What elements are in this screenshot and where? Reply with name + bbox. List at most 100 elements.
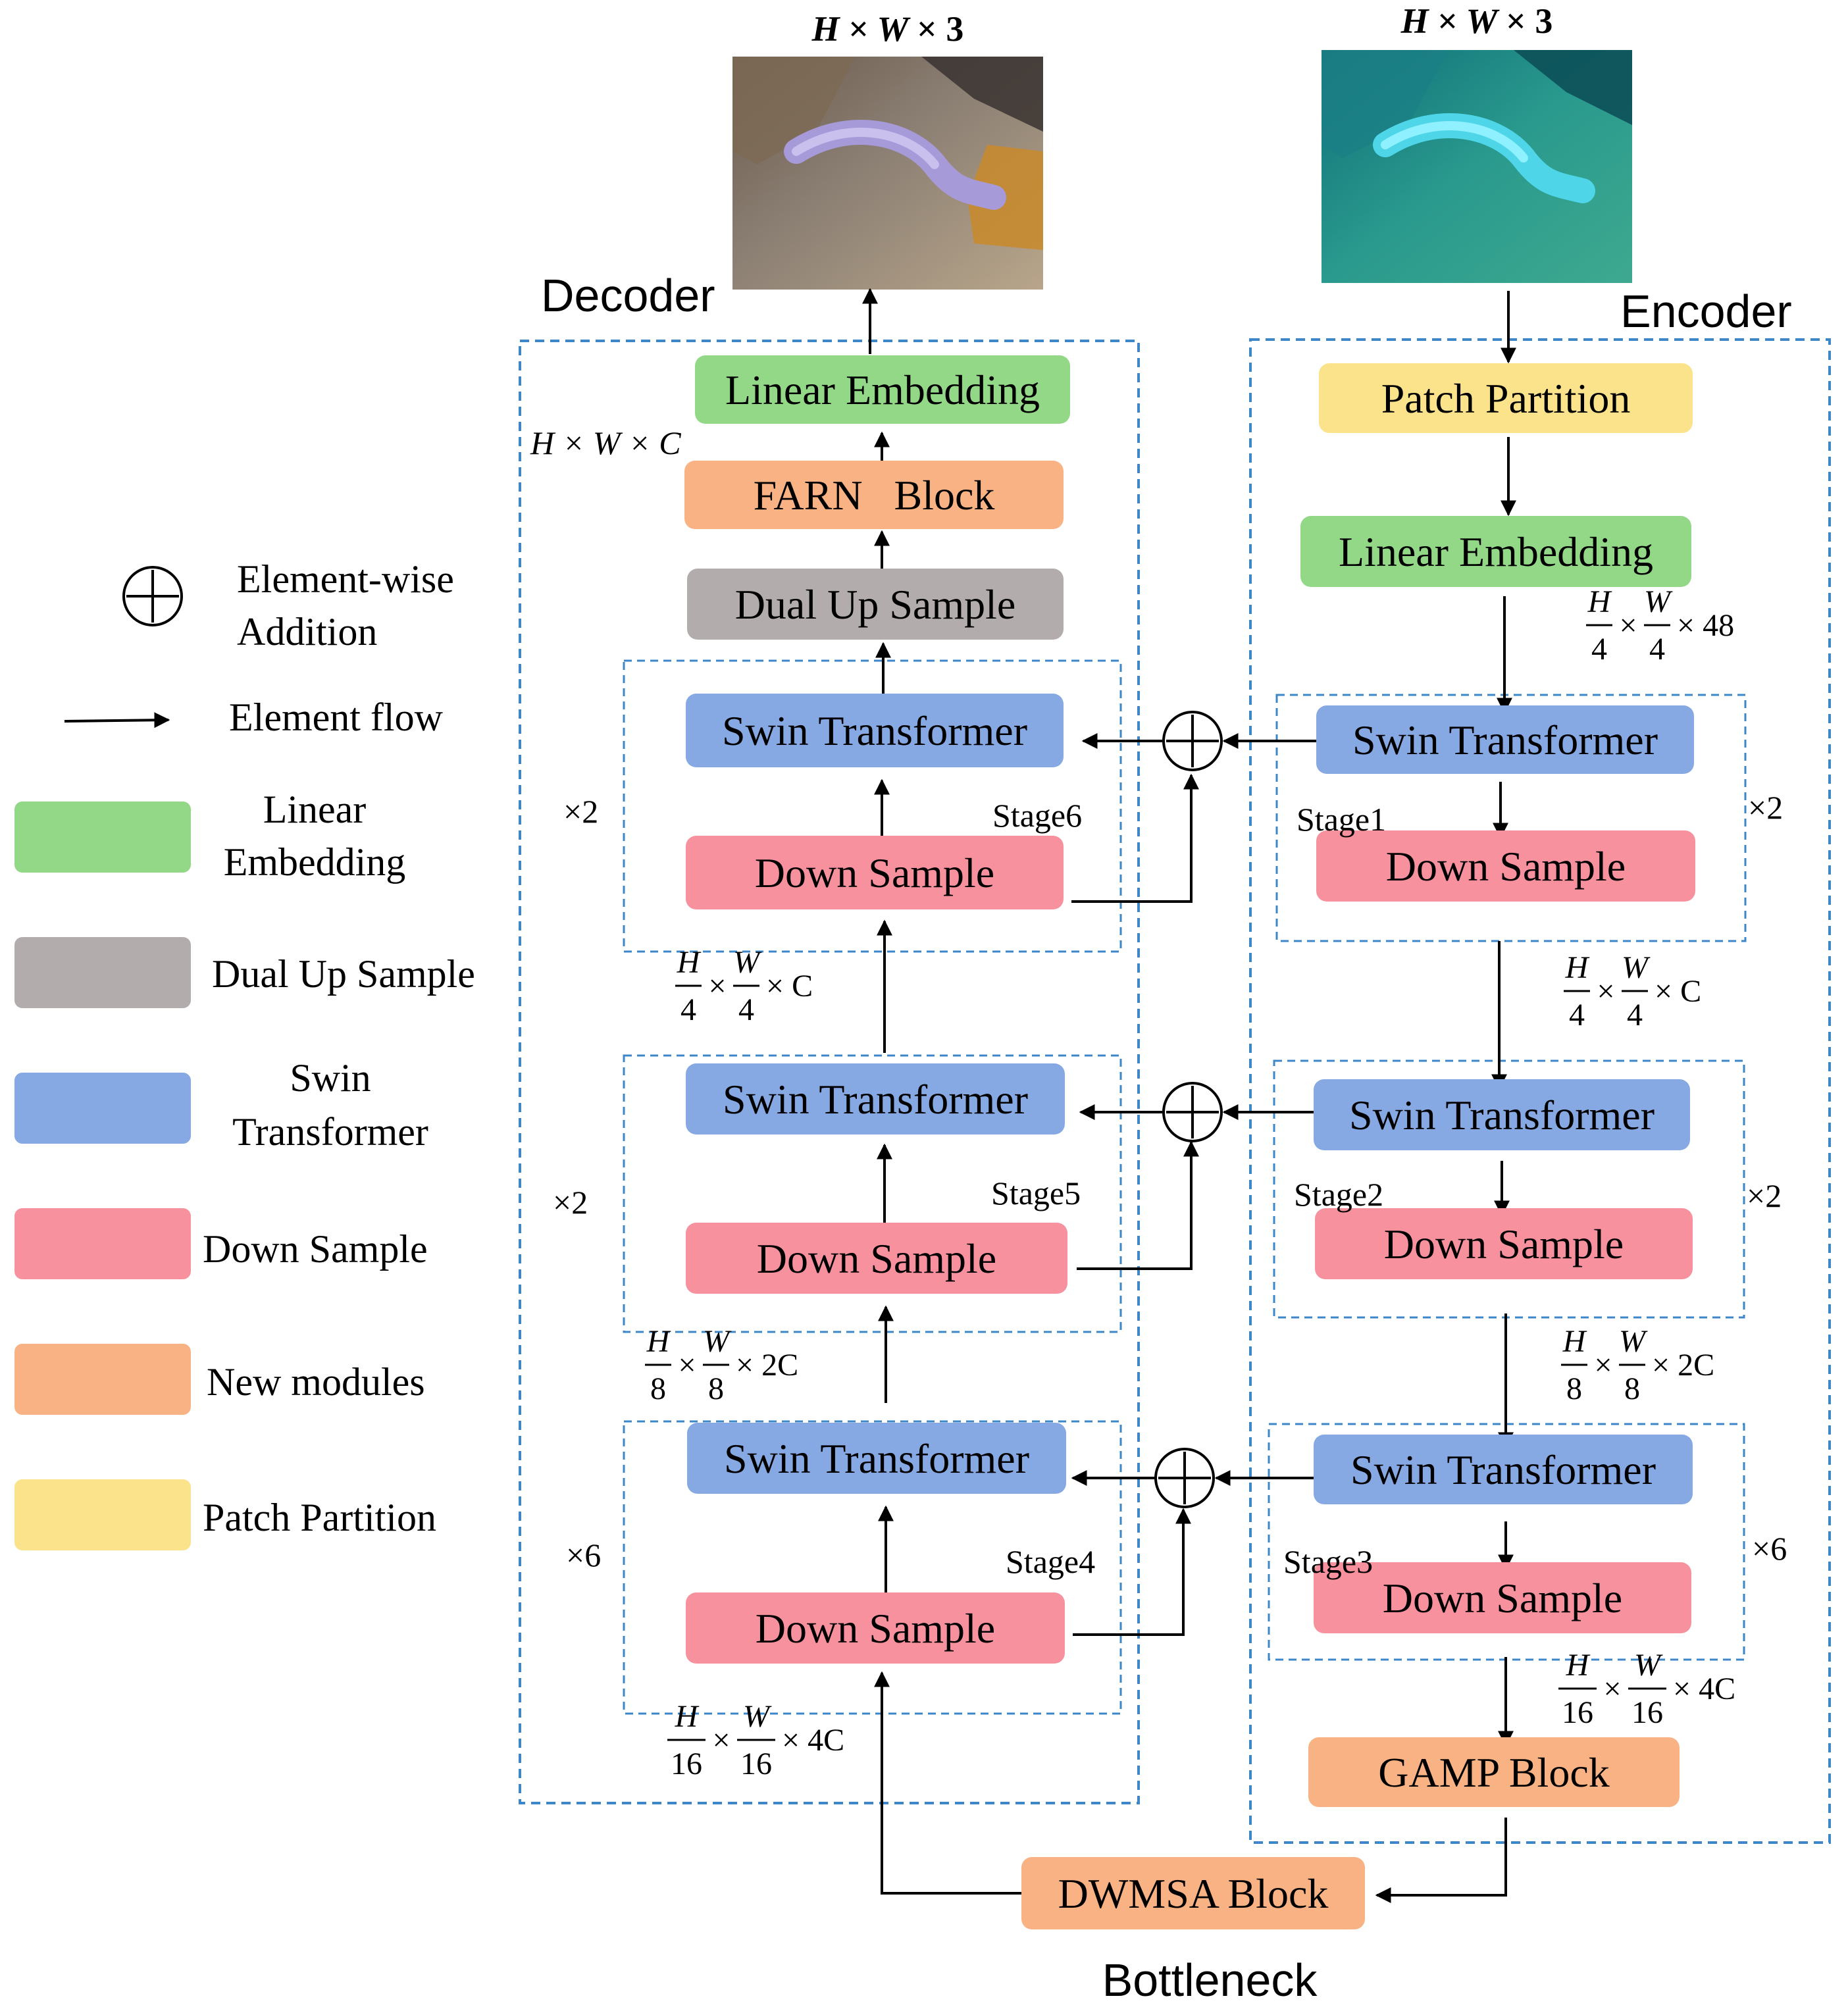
dim-numerator-w: W [1634,1648,1663,1683]
stage6-down-sample-label: Down Sample [755,850,994,896]
dim-numerator-w: W [1622,950,1651,985]
decoder-farn-block-label: FARN Block [754,472,995,519]
decoder-linear-embedding-label: Linear Embedding [725,367,1040,413]
dim-denominator-h: 8 [650,1371,666,1406]
stage6-swin-transformer-label: Swin Transformer [722,707,1027,754]
dim-numerator-w: W [703,1324,732,1359]
stage6-swin-transformer: Swin Transformer [686,694,1064,767]
stage5-swin-transformer-label: Swin Transformer [723,1076,1028,1123]
legend-linear-label: Linear [263,788,367,831]
add-node-stage5 [1162,1082,1223,1142]
stage1-container [1275,694,1747,942]
stage2-swin-transformer: Swin Transformer [1314,1079,1690,1150]
legend-element-wise-label: Element-wise [237,557,454,601]
stage6-swin-transformer-box [686,694,1064,767]
stage5-repeat: ×2 [553,1184,588,1221]
stage1-down-sample-label: Down Sample [1386,843,1626,890]
dim-denominator-w: 8 [708,1371,724,1406]
dim-denominator-h: 16 [671,1746,702,1781]
bottleneck-dwmsa-block-label: DWMSA Block [1058,1870,1329,1917]
encoder-linear-embedding-box [1300,516,1691,587]
dim-denominator-h: 4 [1569,998,1585,1032]
stage2-down-sample-box [1315,1208,1693,1279]
output-size-label: H × W × 3 [811,9,964,49]
dim-channels: × 2C [1652,1348,1714,1383]
decoder-dual-up-sample: Dual Up Sample [687,569,1064,640]
stage4-down-sample-box [686,1593,1065,1664]
encoder-patch-partition-label: Patch Partition [1381,375,1631,422]
stage4-swin-transformer: Swin Transformer [687,1423,1066,1494]
legend-embedding-label: Embedding [224,840,406,884]
dim-denominator-w: 8 [1624,1371,1640,1406]
encoder-gamp-block-box [1308,1737,1680,1807]
dim-times: × [708,969,726,1004]
input-image [1322,50,1632,283]
dim-numerator-h: H [1562,1324,1587,1359]
legend-swatch-new-modules [14,1344,191,1415]
legend-swatch-linear-embedding [14,802,191,873]
dim-dec-c: H4×W4× C [675,945,813,1027]
dim-channels: × C [1655,974,1701,1009]
stage1-label: Stage1 [1296,801,1386,838]
decoder-linear-embedding-box [695,355,1070,424]
dim-enc-c: H4×W4× C [1564,950,1701,1032]
dim-times: × [712,1723,730,1758]
stage2-label: Stage2 [1294,1176,1383,1213]
legend-down-sample-label: Down Sample [203,1227,428,1271]
decoder-title: Decoder [541,270,715,321]
legend-dual-up-label: Dual Up Sample [212,952,475,996]
bottleneck-dwmsa-block: DWMSA Block [1021,1857,1365,1929]
legend-transformer-label: Transformer [232,1110,428,1154]
stage2-repeat: ×2 [1747,1177,1782,1214]
dim-channels: × 4C [1673,1671,1735,1706]
stage3-label: Stage3 [1283,1543,1373,1580]
legend-swatch-swin-transformer [14,1073,191,1144]
encoder-title: Encoder [1620,286,1792,337]
dim-dec-4c: H16×W16× 4C [667,1699,844,1781]
dim-denominator-w: 16 [740,1746,772,1781]
stage6-down-sample-box [686,836,1064,909]
dim-denominator-h: 8 [1566,1371,1582,1406]
stage2-swin-transformer-box [1314,1079,1690,1150]
stage3-swin-transformer-box [1314,1435,1693,1504]
dim-denominator-h: 16 [1562,1695,1593,1730]
dim-times: × [1603,1671,1621,1706]
legend-swin-label: Swin [290,1056,371,1100]
encoder-linear-embedding: Linear Embedding [1300,516,1691,587]
bottleneck-title: Bottleneck [1102,1954,1318,2006]
stage2-down-sample: Down Sample [1315,1208,1693,1279]
legend-element-flow-label: Element flow [229,696,444,739]
stage5-swin-transformer: Swin Transformer [686,1063,1065,1134]
stage4-repeat: ×6 [566,1537,601,1573]
legend-add-icon [122,566,183,626]
dim-numerator-h: H [1566,1648,1591,1683]
dim-times: × [678,1348,696,1383]
stage6-down-sample: Down Sample [686,836,1064,909]
stage5-label: Stage5 [991,1175,1081,1211]
stage3-down-sample-label: Down Sample [1383,1575,1622,1621]
decoder-linear-embedding: Linear Embedding [695,355,1070,424]
dim-times: × [1594,1348,1612,1383]
dim-denominator-w: 4 [738,992,754,1027]
add-node-stage4 [1154,1448,1215,1508]
stage5-swin-transformer-box [686,1063,1065,1134]
dim-enc-4c: H16×W16× 4C [1558,1648,1735,1730]
dim-numerator-h: H [1587,584,1612,619]
dim-channels: × C [766,969,813,1004]
dim-numerator-w: W [733,945,762,980]
stage3-swin-transformer: Swin Transformer [1314,1435,1693,1504]
stage3-down-sample: Down Sample [1314,1562,1691,1633]
stage1-repeat: ×2 [1748,789,1783,826]
legend-new-modules-label: New modules [207,1360,425,1404]
encoder-linear-embedding-label: Linear Embedding [1339,528,1653,575]
dim-numerator-w: W [1619,1324,1648,1359]
dim-denominator-w: 4 [1627,998,1643,1032]
dim-times: × [1597,974,1614,1009]
legend: Element-wise Addition Element flow Linea… [14,557,475,1550]
decoder-dual-up-sample-label: Dual Up Sample [735,581,1016,628]
dim-numerator-h: H [646,1324,671,1359]
stage5-container [623,1054,1122,1333]
encoder-patch-partition: Patch Partition [1319,363,1693,433]
stage5-down-sample-label: Down Sample [757,1235,996,1282]
